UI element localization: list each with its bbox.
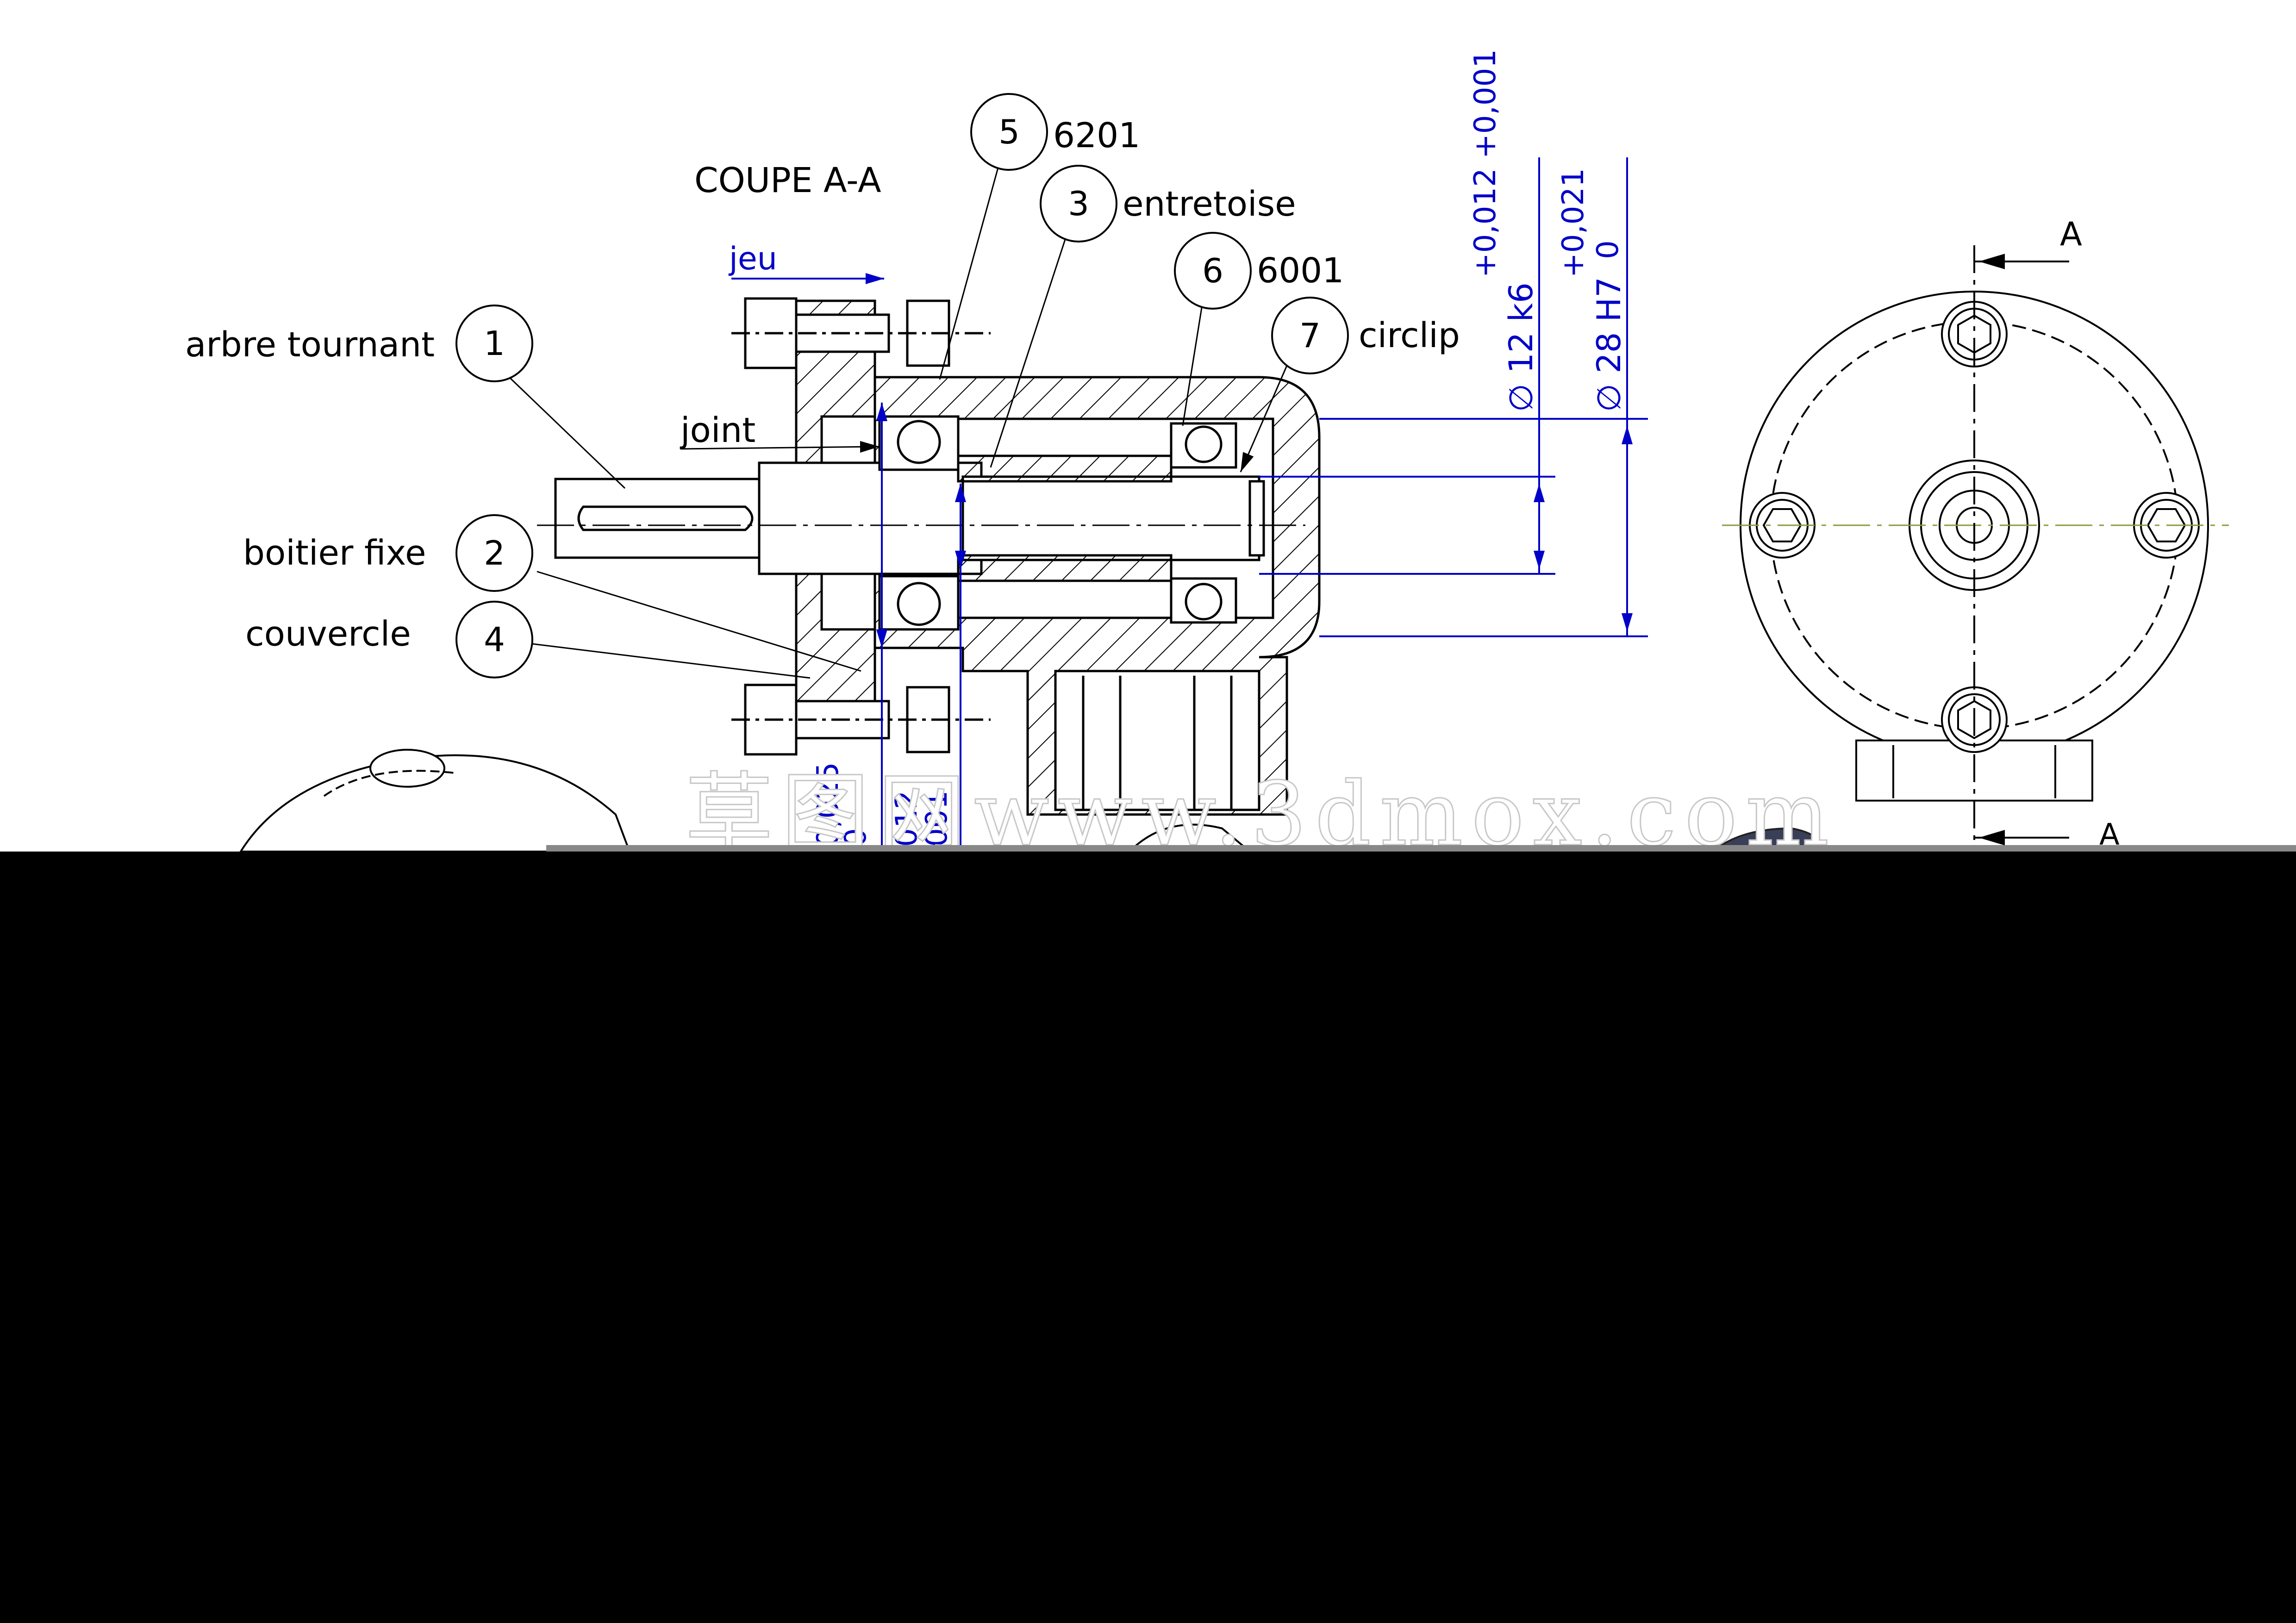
balloon-3: 3 entretoise (1040, 165, 1296, 243)
svg-text:6: 6 (1202, 251, 1223, 290)
label-boitier-fixe: boitier fixe (243, 533, 426, 573)
balloon-6: 6 6001 (1174, 232, 1344, 310)
blackout-area (0, 852, 2296, 1623)
iso-view-partial-left (239, 749, 631, 852)
partial-tolerance-left-a: 0,025 (811, 762, 845, 847)
front-view (1722, 245, 2229, 852)
section-title: COUPE A-A (694, 161, 881, 200)
dimension-lines (731, 157, 1648, 852)
bearing-6001 (1170, 422, 1237, 624)
iso-view-partial-mid (1127, 823, 1253, 852)
shaft-fit-dimension: ∅ 12 k6 (1502, 282, 1540, 412)
partial-tolerance-right-b: 001 (920, 790, 954, 847)
label-arbre-tournant: arbre tournant (185, 325, 435, 365)
balloon-7-text: circlip (1359, 316, 1460, 355)
svg-text:7: 7 (1299, 316, 1321, 355)
svg-text:1: 1 (484, 324, 505, 363)
bearing-6201 (878, 415, 960, 631)
partial-tolerance-left-b: 0 (839, 828, 873, 847)
svg-text:5: 5 (998, 112, 1020, 151)
section-marker-top: A (2060, 215, 2082, 253)
shaft-tolerance: +0,012 +0,001 (1468, 49, 1503, 278)
balloon-5-text: 6201 (1053, 116, 1140, 155)
bore-fit-dimension: ∅ 28 H7 (1590, 277, 1628, 412)
label-couvercle: couvercle (245, 614, 411, 654)
jeu-label: jeu (728, 241, 777, 277)
blackout-edge (546, 845, 2296, 852)
section-view (537, 297, 1321, 816)
balloon-5: 5 6201 (970, 93, 1140, 171)
balloon-3-text: entretoise (1123, 184, 1296, 224)
label-joint: joint (680, 410, 755, 450)
balloon-7: 7 circlip (1271, 297, 1460, 374)
balloon-4: 4 (455, 601, 533, 678)
bolt-top (731, 297, 991, 369)
partial-tolerance-right-a: 012 (890, 790, 924, 847)
bore-tolerance-upper: +0,021 (1556, 168, 1591, 278)
bolt-bottom (731, 684, 991, 756)
svg-text:4: 4 (484, 620, 505, 659)
balloon-6-text: 6001 (1257, 251, 1344, 291)
bore-tolerance-lower: 0 (1591, 240, 1625, 259)
balloon-1: 1 (455, 305, 533, 382)
balloon-2: 2 (455, 514, 533, 592)
svg-text:2: 2 (484, 534, 505, 572)
spacer (957, 454, 1173, 483)
svg-text:3: 3 (1068, 184, 1089, 223)
leader-lines (508, 152, 1288, 679)
